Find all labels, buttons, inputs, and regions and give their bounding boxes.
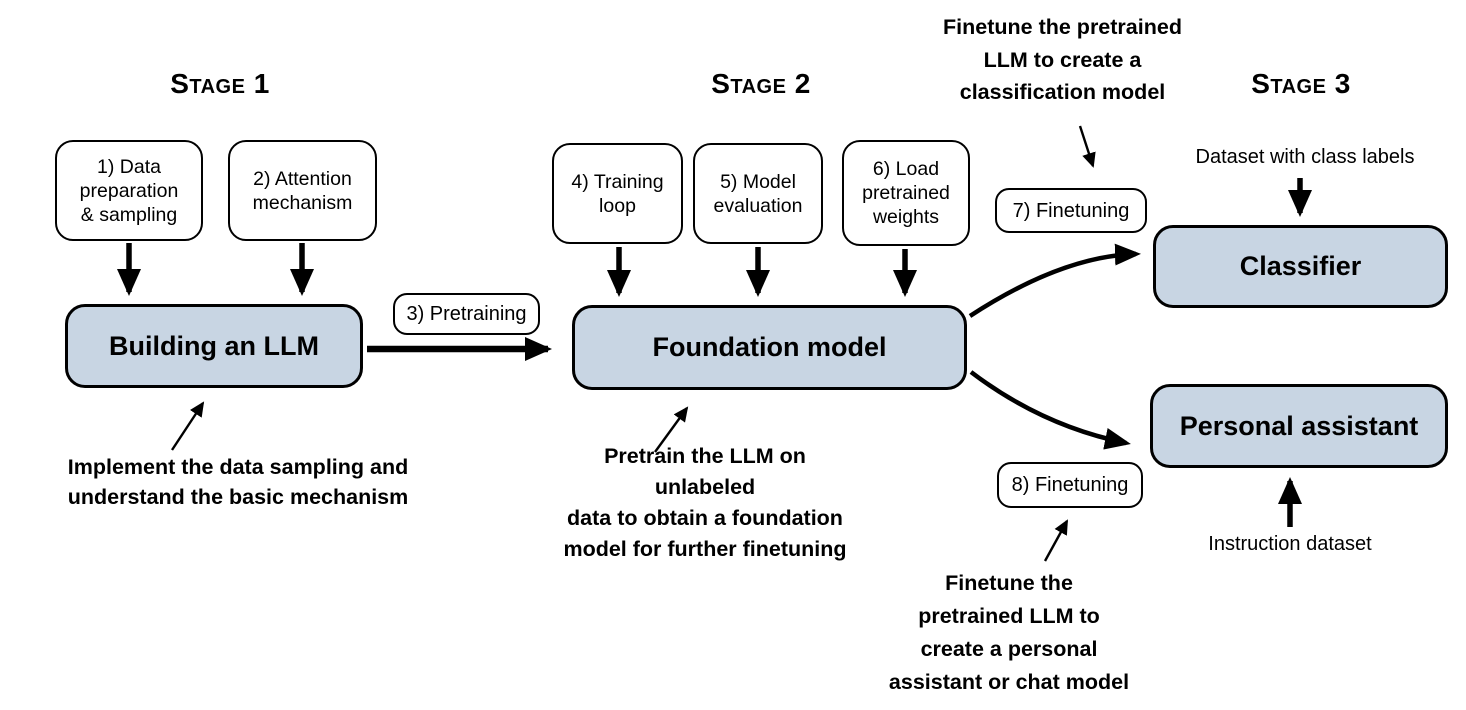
step-box-data-preparation: 1) Data preparation & sampling: [55, 140, 203, 241]
step-box-load-pretrained-weights: 6) Load pretrained weights: [842, 140, 970, 246]
arrow-foundation-to-assistant: [969, 370, 1131, 450]
stage1-title: Stage 1: [170, 68, 270, 99]
arrow-note-to-step8: [1043, 519, 1069, 562]
step-box-finetuning-assistant: 8) Finetuning: [997, 462, 1143, 508]
step-box-training-loop: 4) Training loop: [552, 143, 683, 244]
assistant-annotation: Finetune the pretrained LLM to create a …: [888, 570, 1130, 694]
arrow-note-to-step7: [1078, 125, 1096, 168]
assistant-input-label: Instruction dataset: [1208, 532, 1372, 555]
step-box-pretraining: 3) Pretraining: [393, 293, 540, 335]
stage2-annotation: Pretrain the LLM on unlabeled data to ob…: [563, 444, 847, 561]
classifier-box: Classifier: [1153, 225, 1448, 308]
classifier-input-label: Dataset with class labels: [1195, 145, 1415, 168]
stage3-title: Stage 3: [1251, 68, 1351, 99]
classifier-annotation: Finetune the pretrained LLM to create a …: [943, 15, 1182, 105]
personal-assistant-box: Personal assistant: [1150, 384, 1448, 468]
arrow-note-to-building: [170, 401, 205, 451]
arrow-foundation-to-classifier: [968, 243, 1141, 318]
step-box-finetuning-classifier: 7) Finetuning: [995, 188, 1147, 233]
step-box-attention-mechanism: 2) Attention mechanism: [228, 140, 377, 241]
stage1-annotation: Implement the data sampling and understa…: [67, 454, 409, 510]
step-box-model-evaluation: 5) Model evaluation: [693, 143, 823, 244]
foundation-model-box: Foundation model: [572, 305, 967, 390]
building-llm-box: Building an LLM: [65, 304, 363, 388]
stage2-title: Stage 2: [711, 68, 811, 99]
